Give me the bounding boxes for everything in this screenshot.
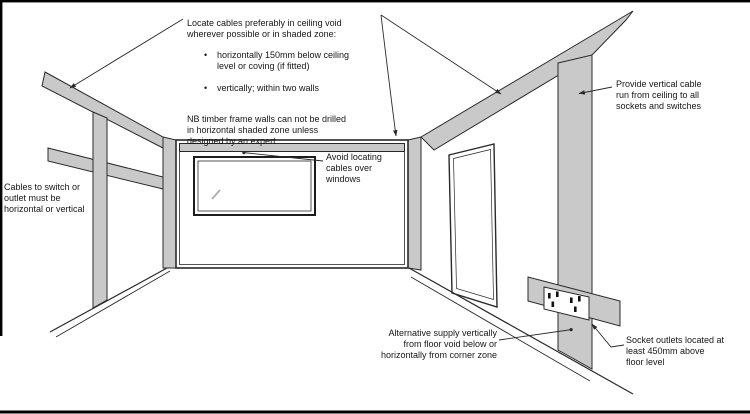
note-timber-frame: NB timber frame walls can not be drilled… [187, 114, 347, 146]
window-glint [211, 189, 221, 200]
right-wall-floor-edge [408, 267, 634, 395]
note-locate-cables-text: Locate cables preferably in ceiling void… [187, 17, 342, 39]
note-alternative-supply: Alternative supply vertically from floor… [380, 328, 497, 360]
leader-locate-to-corner [380, 14, 398, 137]
note-avoid-windows: Avoid locating cables over windows [326, 152, 382, 184]
window [193, 156, 316, 216]
right-wall-ceiling-zone [420, 10, 634, 151]
back-wall-left-corner-zone [162, 136, 177, 269]
leader-socket-outlets [591, 323, 625, 348]
leader-locate-to-left-zone [69, 18, 184, 89]
note-locate-cables: Locate cables preferably in ceiling void… [187, 7, 399, 157]
right-wall-vertical-zone [557, 54, 593, 370]
left-wall-floor-edge [49, 267, 168, 333]
bullet-icon: • [204, 82, 208, 93]
leader-avoid-windows [242, 150, 324, 162]
page-border-top [0, 0, 750, 3]
page-border-left [0, 0, 3, 336]
note-bullet-1: • horizontally 150mm below ceiling level… [187, 50, 399, 72]
note-bullet-2: • vertically; within two walls [187, 83, 399, 94]
leader-locate-to-right-zone [380, 14, 502, 95]
left-wall-floor-edge-2 [55, 270, 171, 338]
leader-vertical-run [578, 86, 613, 95]
page-border-bottom [0, 410, 750, 414]
right-wall-floor-edge-2 [410, 276, 591, 382]
door [448, 143, 498, 308]
socket-outlets [543, 286, 590, 321]
window-inner-frame [197, 160, 312, 212]
leader-alternative-supply [498, 328, 573, 341]
left-wall-vertical-zone [92, 111, 108, 309]
note-bullet-1-text: horizontally 150mm below ceiling level o… [217, 50, 350, 71]
door-inner-frame [453, 149, 494, 300]
bullet-icon: • [204, 50, 208, 61]
note-socket-outlets: Socket outlets located at least 450mm ab… [626, 335, 725, 367]
note-switch-outlet: Cables to switch or outlet must be horiz… [4, 182, 85, 214]
note-bullet-2-text: vertically; within two walls [217, 82, 320, 93]
back-wall-ceiling-zone [179, 143, 405, 152]
socket-pins [548, 291, 581, 312]
note-vertical-cable-run: Provide vertical cable run from ceiling … [616, 79, 702, 111]
